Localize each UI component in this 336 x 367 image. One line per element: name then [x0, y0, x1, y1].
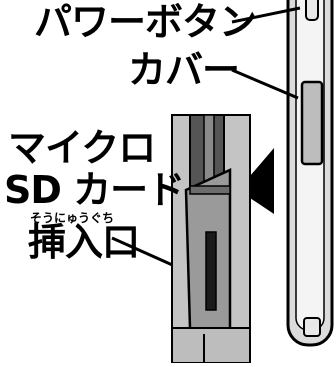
magnified-inset [171, 114, 251, 364]
zoom-indicator [238, 148, 274, 214]
microsd-label-line2: SD カード [4, 168, 185, 212]
cover-part [300, 80, 324, 166]
insertion-slot-ruby: そうにゅうぐち [30, 211, 115, 225]
insertion-slot-label: 挿入口 [28, 220, 140, 264]
microsd-label-line1: マイクロ [8, 126, 156, 170]
cover-pointer [231, 68, 299, 100]
power-button-pointer [231, 6, 301, 24]
device-side-body [286, 0, 334, 347]
power-button-label: パワーボタン [34, 0, 257, 44]
cover-label: カバー [128, 48, 240, 92]
microsd-slot [205, 231, 217, 311]
power-button-part [305, 0, 319, 21]
bottom-part [303, 317, 321, 337]
